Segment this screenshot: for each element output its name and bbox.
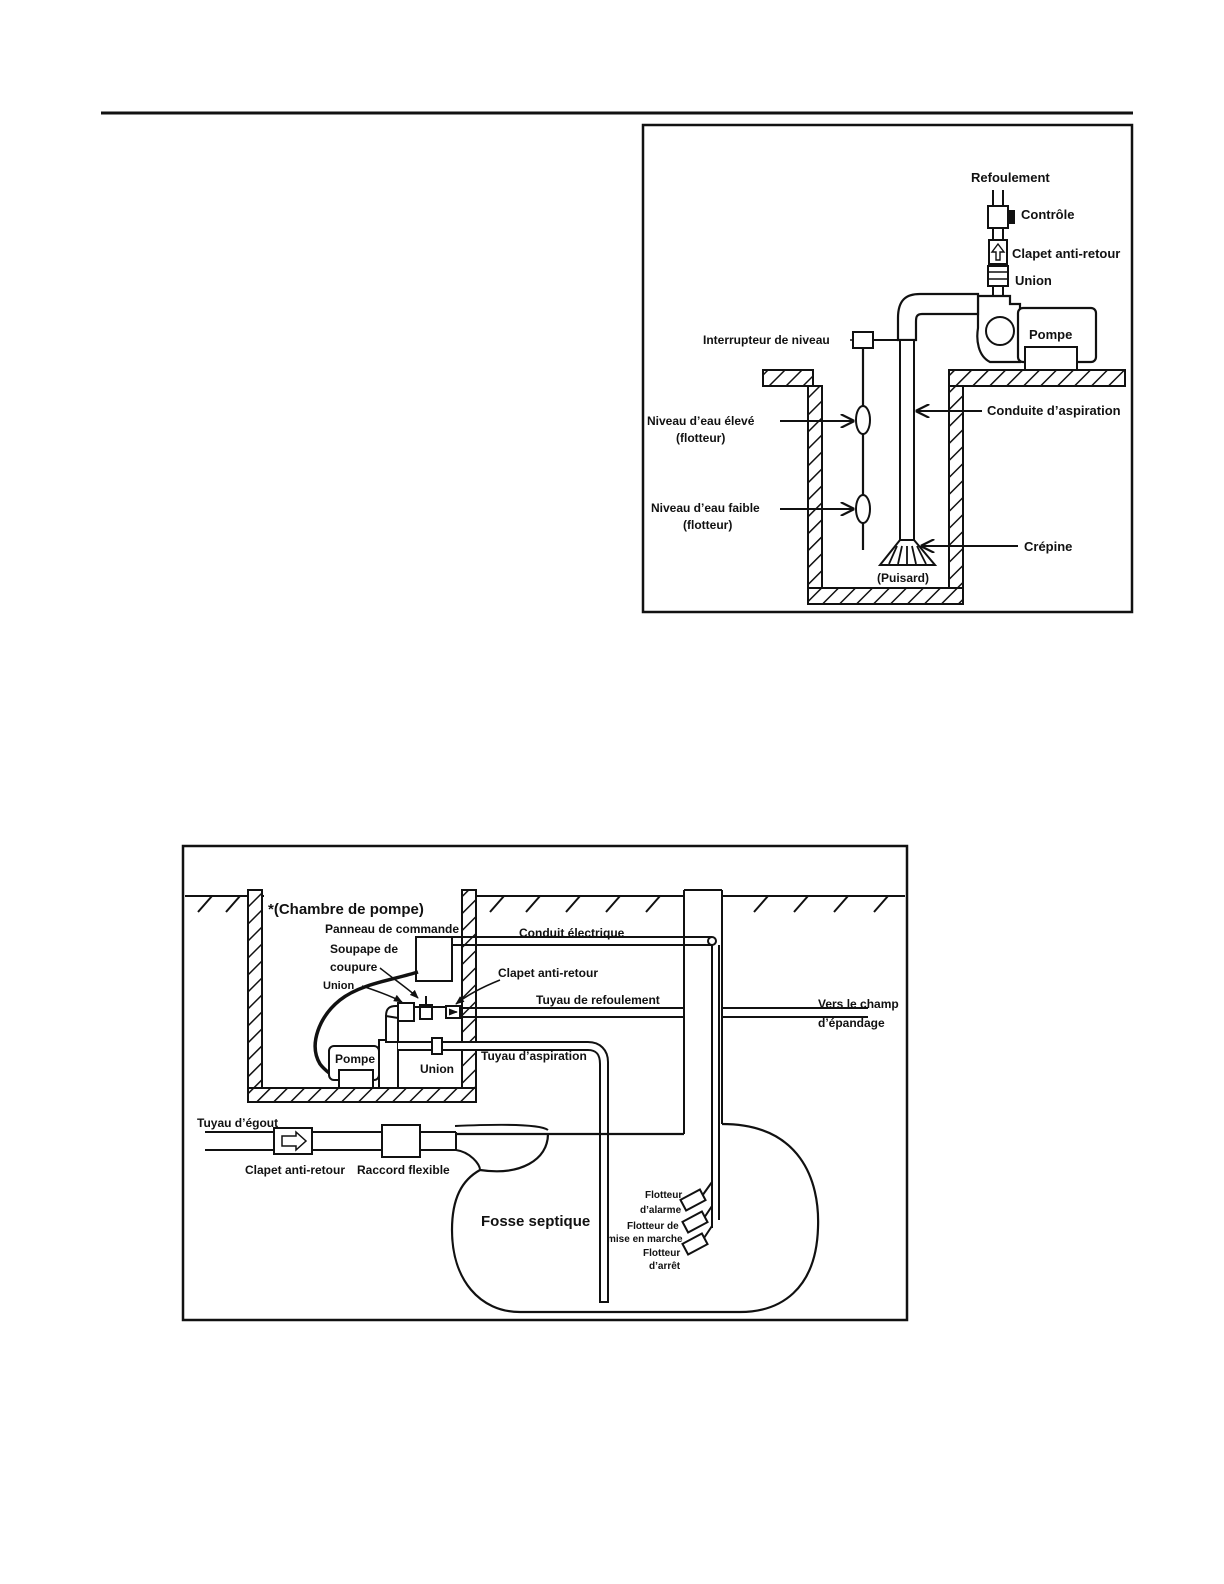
suction-pipe-2	[398, 1041, 609, 1303]
float-cord-alarm	[701, 1181, 713, 1197]
high-level-float	[855, 405, 871, 435]
low-level-float	[855, 494, 871, 524]
flexible-coupling	[381, 1124, 421, 1158]
septic-tank-outline	[450, 1122, 820, 1314]
union-bottom-fitting	[431, 1037, 443, 1055]
label-stop-float-2: d’arrêt	[649, 1261, 681, 1272]
label-high-level: Niveau d’eau élevé	[647, 414, 755, 428]
pit-floor	[807, 587, 964, 605]
control-valve-handle	[1008, 210, 1015, 224]
label-union-bottom: Union	[420, 1062, 454, 1076]
control-valve	[987, 205, 1009, 229]
union-fitting	[987, 265, 1009, 287]
alarm-float	[679, 1188, 707, 1212]
label-to-field-2: d’épandage	[818, 1016, 885, 1030]
chamber-floor	[247, 1087, 477, 1103]
label-control: Contrôle	[1021, 207, 1074, 222]
label-union-top: Union	[323, 980, 354, 992]
label-flexible-coupling: Raccord flexible	[357, 1163, 450, 1177]
chamber-wall-right	[461, 889, 477, 1103]
label-to-field-1: Vers le champ	[818, 997, 899, 1011]
pump-2-base	[338, 1069, 374, 1089]
floor-slab-right	[948, 369, 1126, 387]
label-pump: Pompe	[1029, 327, 1072, 342]
leader-shutoff-valve	[379, 967, 419, 999]
strainer-slots	[888, 545, 927, 565]
pit-wall-left	[807, 385, 823, 605]
pump-2-volute	[378, 1039, 399, 1089]
label-check-valve-2: Clapet anti-retour	[498, 966, 598, 980]
start-float	[681, 1210, 709, 1234]
control-panel-box	[415, 936, 453, 982]
check-valve-arrow-icon	[990, 242, 1006, 261]
label-high-level-sub: (flotteur)	[676, 431, 725, 445]
label-alarm-float-2: d’alarme	[640, 1205, 682, 1216]
sewer-check-valve-arrow-icon	[281, 1130, 308, 1152]
control-cable	[313, 970, 419, 1079]
union-top-fitting	[397, 1002, 415, 1022]
leader-check-valve	[455, 979, 501, 1005]
figure-2-septic-system-diagram: *(Chambre de pompe) Panneau de commande …	[181, 844, 909, 1322]
label-strainer: Crépine	[1024, 539, 1072, 554]
label-shutoff-valve-1: Soupape de	[330, 942, 398, 956]
label-sewer-pipe: Tuyau d’égout	[197, 1116, 278, 1130]
pump-base	[1024, 346, 1078, 371]
stop-float	[681, 1232, 709, 1256]
label-sewer-check-valve: Clapet anti-retour	[245, 1163, 345, 1177]
label-electrical-conduit: Conduit électrique	[519, 926, 625, 940]
suction-pipe	[899, 339, 915, 541]
label-check-valve: Clapet anti-retour	[1012, 246, 1120, 261]
label-stop-float-1: Flotteur	[643, 1248, 680, 1259]
label-septic-tank: Fosse septique	[481, 1213, 590, 1230]
label-shutoff-valve-2: coupure	[330, 960, 378, 974]
label-suction-line: Conduite d’aspiration	[987, 403, 1121, 418]
label-discharge: Refoulement	[971, 170, 1050, 185]
label-pump-2: Pompe	[335, 1052, 375, 1066]
label-discharge-pipe: Tuyau de refoulement	[536, 993, 660, 1007]
conduit-end	[707, 936, 717, 946]
suction-elbow	[896, 292, 980, 342]
label-low-level: Niveau d’eau faible	[651, 501, 760, 515]
sewer-inlet-into-tank	[455, 1132, 481, 1171]
floor-slab-left	[762, 369, 814, 387]
label-low-level-sub: (flotteur)	[683, 518, 732, 532]
label-level-switch: Interrupteur de niveau	[703, 333, 830, 347]
septic-tank-outline-top	[454, 1123, 549, 1131]
level-switch-box	[852, 331, 874, 349]
figure-1-pump-sump-diagram: Refoulement Contrôle Clapet anti-retour …	[641, 123, 1134, 614]
label-control-panel: Panneau de commande	[325, 922, 459, 936]
float-cord-stop	[703, 1225, 713, 1239]
label-suction-pipe: Tuyau d’aspiration	[481, 1049, 587, 1063]
label-start-float-2: mise en marche	[607, 1234, 683, 1245]
label-start-float-1: Flotteur de	[627, 1221, 679, 1232]
label-sump: (Puisard)	[877, 571, 929, 585]
pit-wall-right	[948, 385, 964, 605]
label-alarm-float-1: Flotteur	[645, 1190, 682, 1201]
label-pump-chamber: *(Chambre de pompe)	[268, 901, 424, 918]
leader-union-top	[361, 985, 403, 1003]
figure-2-frame	[181, 844, 909, 1322]
label-union: Union	[1015, 273, 1052, 288]
pump-eye	[985, 316, 1015, 346]
pump-2-riser	[385, 1015, 399, 1043]
chamber-wall-left	[247, 889, 263, 1103]
ground-hatching	[197, 895, 889, 913]
